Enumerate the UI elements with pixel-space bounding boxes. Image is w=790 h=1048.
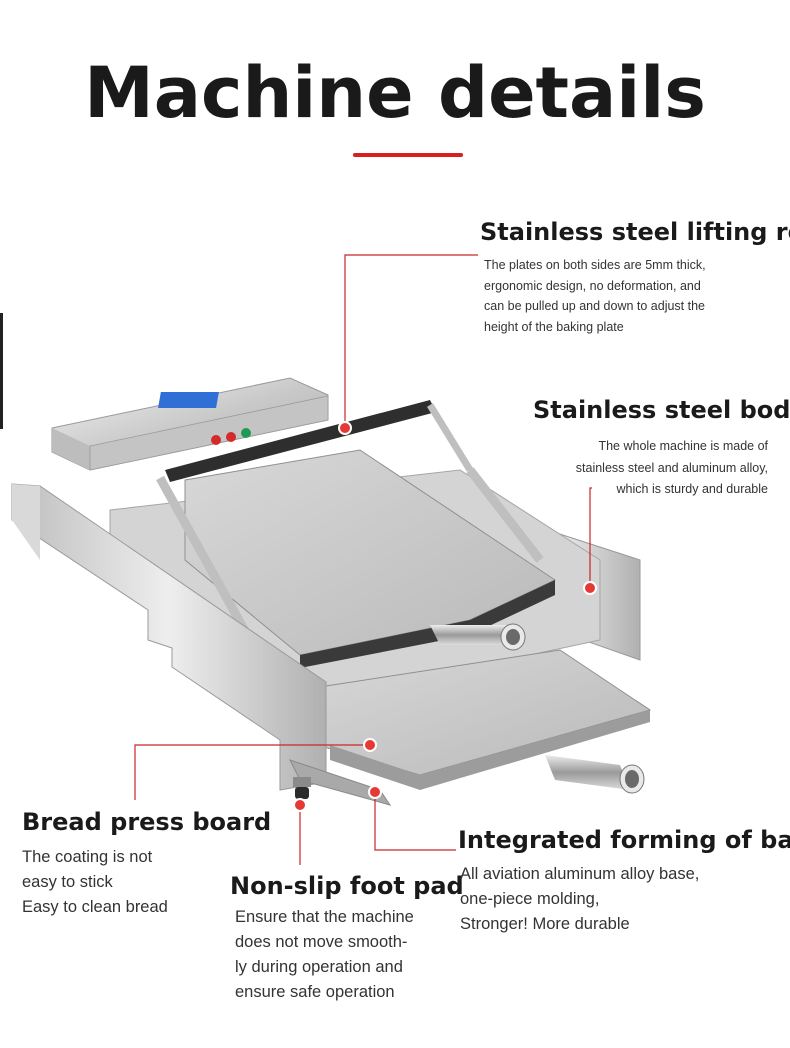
lifting-rod [156,400,544,643]
foot-pad-line: ensure safe operation [235,983,395,1001]
bread-press-line: Easy to clean bread [22,898,168,916]
page-title: Machine details [84,52,706,134]
lifting-rod-heading: Stainless steel lifting rod [480,218,790,246]
left-side-panel [11,483,327,791]
body-description: The whole machine is made of stainless s… [576,436,768,501]
front-pipe-upper [430,623,526,651]
bread-press-description: The coating is not easy to stick Easy to… [22,845,168,920]
base-heading: Integrated forming of base [458,826,790,854]
bread-press-line: easy to stick [22,873,113,891]
red-button-2 [226,432,236,442]
foot-pad-heading: Non-slip foot pad [230,872,464,900]
lifting-rod-line: can be pulled up and down to adjust the [484,299,706,313]
lifting-rod-line: The plates on both sides are 5mm thick, [484,258,706,272]
callout-dots [293,421,597,812]
base-line: one-piece molding, [460,890,600,908]
machine-base [289,759,392,806]
foot-pad-line: Ensure that the machine [235,908,414,926]
body-line: stainless steel and aluminum alloy, [575,460,768,475]
title-underline [353,153,463,157]
control-display [158,392,219,408]
bread-press-heading: Bread press board [22,808,272,836]
base-line: All aviation aluminum alloy base, [460,865,700,883]
lifting-rod-line: ergonomic design, no deformation, and [484,278,701,293]
lifting-rod-line: height of the baking plate [484,319,624,334]
bread-press-line: The coating is not [22,848,153,866]
top-housing [51,377,329,471]
foot-pad-line: ly during operation and [235,958,403,976]
foot-pad-line: does not move smooth- [235,933,408,951]
body-line: The whole machine is made of [598,439,768,453]
base-line: Stronger! More durable [460,915,630,933]
red-button-1 [211,435,221,445]
lifting-rod-description: The plates on both sides are 5mm thick, … [484,255,706,337]
body-heading: Stainless steel body [533,396,790,424]
body-line: which is sturdy and durable [616,482,768,496]
green-button [241,428,251,438]
foot-pad-description: Ensure that the machine does not move sm… [235,905,414,1005]
foot-pad-icon [293,777,311,799]
callout-lines [134,254,592,865]
left-edge-bar [0,313,3,429]
front-pipe-lower [545,755,645,794]
base-description: All aviation aluminum alloy base, one-pi… [460,862,699,937]
